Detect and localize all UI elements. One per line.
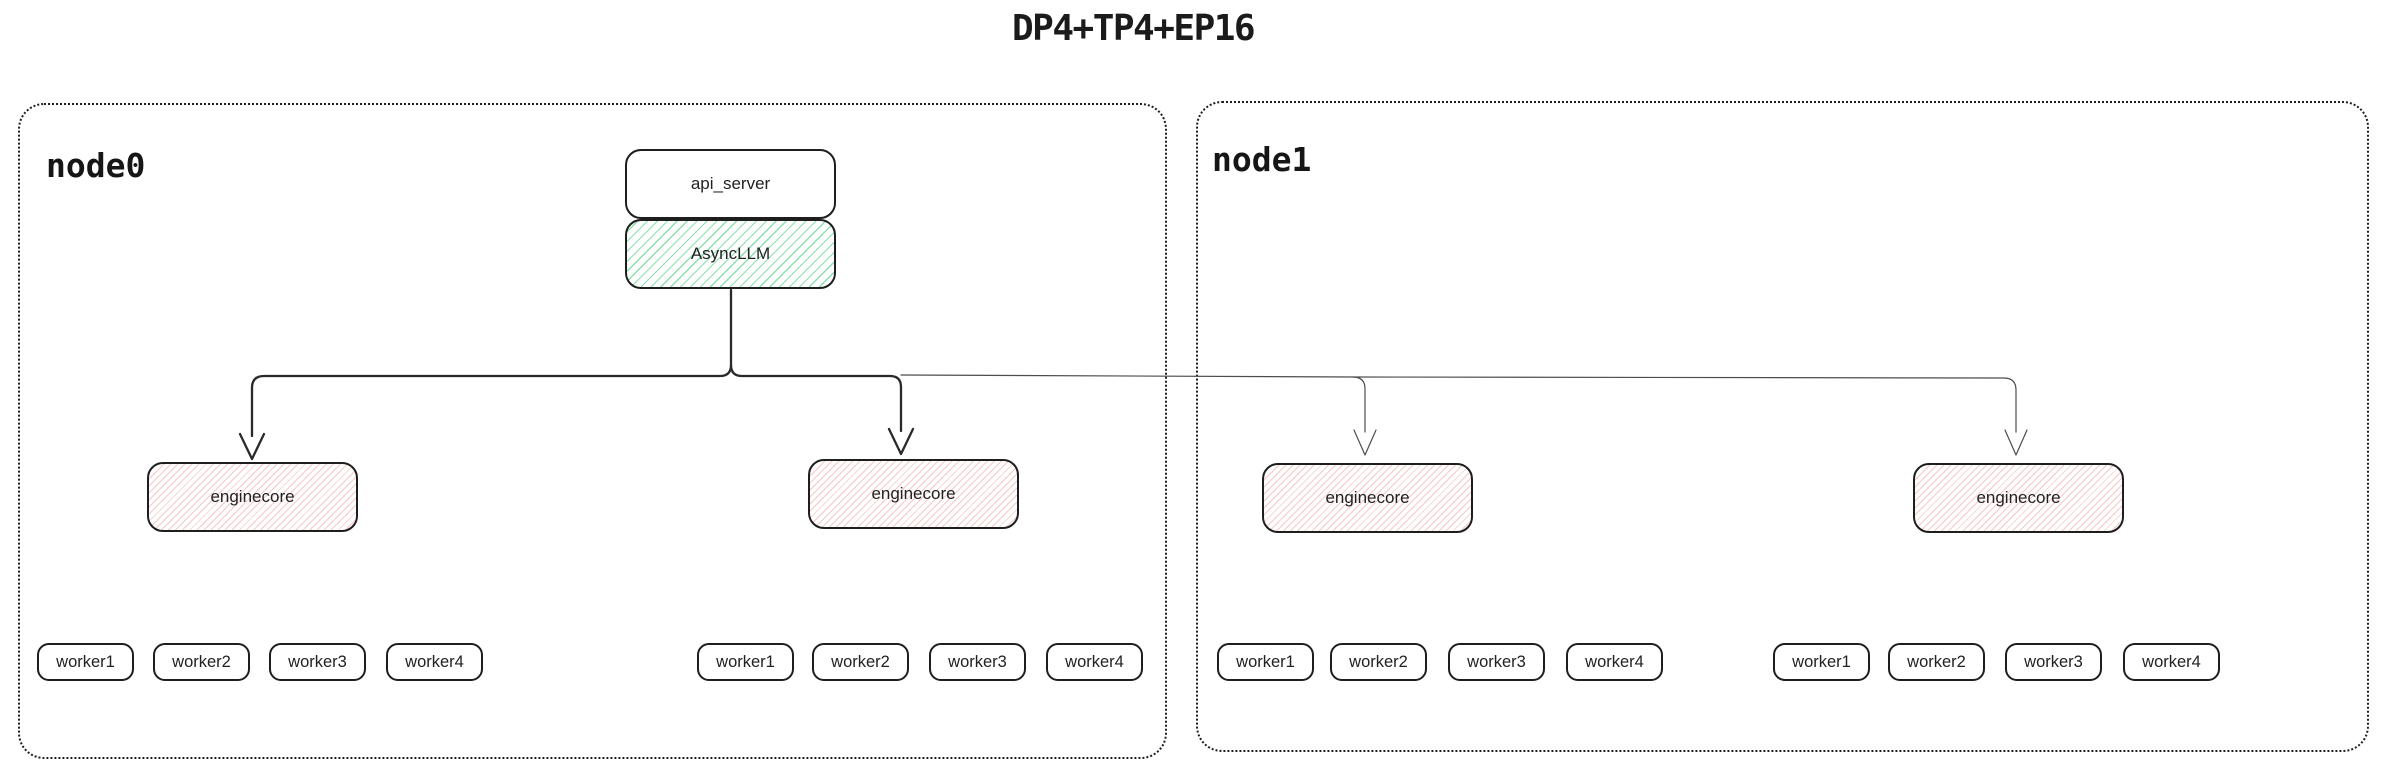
enginecore-label: enginecore [871, 484, 956, 503]
enginecore-box-1: enginecore [147, 462, 358, 532]
worker-box: worker2 [1888, 643, 1985, 681]
enginecore-label: enginecore [1325, 488, 1410, 507]
api-server-label: api_server [690, 174, 771, 193]
worker-box: worker2 [1330, 643, 1427, 681]
asyncllm-box: AsyncLLM [625, 219, 836, 289]
worker-box: worker2 [812, 643, 909, 681]
enginecore-label: enginecore [210, 487, 295, 506]
worker-box: worker3 [1448, 643, 1545, 681]
node1-label: node1 [1212, 140, 1312, 179]
diagram-title: DP4+TP4+EP16 [1012, 8, 1256, 49]
enginecore-box-4: enginecore [1913, 463, 2124, 533]
worker-box: worker2 [153, 643, 250, 681]
worker-box: worker4 [2123, 643, 2220, 681]
worker-box: worker1 [1773, 643, 1870, 681]
enginecore-box-2: enginecore [808, 459, 1019, 529]
worker-box: worker1 [697, 643, 794, 681]
worker-box: worker1 [1217, 643, 1314, 681]
worker-box: worker3 [269, 643, 366, 681]
api-server-box: api_server [625, 149, 836, 219]
worker-box: worker1 [37, 643, 134, 681]
asyncllm-label: AsyncLLM [690, 244, 771, 263]
worker-box: worker3 [929, 643, 1026, 681]
worker-box: worker4 [386, 643, 483, 681]
enginecore-label: enginecore [1976, 488, 2061, 507]
worker-box: worker3 [2005, 643, 2102, 681]
worker-box: worker4 [1046, 643, 1143, 681]
worker-box: worker4 [1566, 643, 1663, 681]
node0-label: node0 [46, 146, 146, 185]
enginecore-box-3: enginecore [1262, 463, 1473, 533]
